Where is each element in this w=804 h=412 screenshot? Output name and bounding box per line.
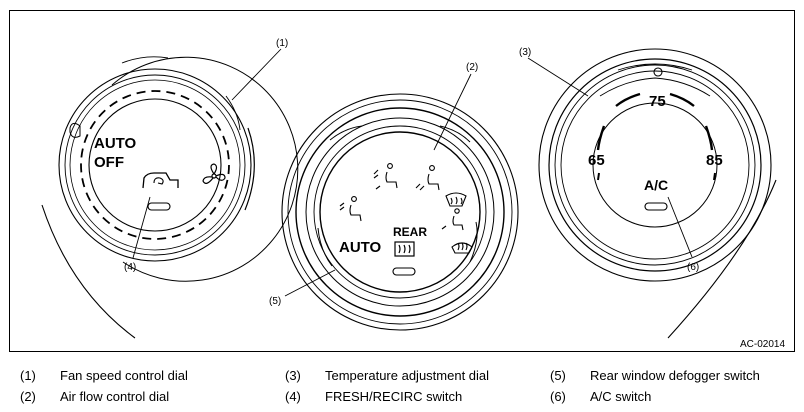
recirc-icon[interactable] bbox=[142, 172, 179, 189]
legend-num: (6) bbox=[550, 389, 566, 404]
fan-off-label: OFF bbox=[94, 154, 124, 171]
temp-mid-label: 75 bbox=[649, 93, 666, 110]
air-flow-control-dial[interactable] bbox=[281, 93, 519, 331]
legend-num: (5) bbox=[550, 368, 566, 383]
temp-low-label: 65 bbox=[588, 152, 605, 169]
fan-icon bbox=[202, 163, 226, 184]
rear-label: REAR bbox=[393, 225, 427, 239]
temp-high-label: 85 bbox=[706, 152, 723, 169]
rear-defogger-icon[interactable] bbox=[394, 241, 415, 257]
legend-text: FRESH/RECIRC switch bbox=[325, 389, 463, 404]
legend-num: (1) bbox=[20, 368, 36, 383]
legend-text: Temperature adjustment dial bbox=[325, 368, 490, 383]
panel-edge-left bbox=[41, 204, 136, 339]
callout-6: (6) bbox=[687, 262, 699, 273]
callout-5: (5) bbox=[269, 296, 281, 307]
legend-num: (2) bbox=[20, 389, 36, 404]
fan-speed-dial[interactable] bbox=[58, 56, 299, 282]
legend-num: (4) bbox=[285, 389, 301, 404]
callout-3: (3) bbox=[519, 47, 531, 58]
callout-4: (4) bbox=[124, 262, 136, 273]
legend-text: Air flow control dial bbox=[60, 389, 170, 404]
leader-lines bbox=[132, 48, 693, 297]
legend: (1) Fan speed control dial (2) Air flow … bbox=[0, 362, 804, 410]
vent-bilevel-icon[interactable] bbox=[373, 163, 398, 190]
vent-feet-defrost-icon[interactable] bbox=[441, 192, 467, 231]
sun-icon bbox=[653, 67, 663, 77]
figure-frame bbox=[9, 10, 795, 352]
air-auto-label: AUTO bbox=[339, 239, 382, 256]
fresh-recirc-indicator bbox=[147, 202, 171, 211]
legend-num: (3) bbox=[285, 368, 301, 383]
defrost-icon[interactable] bbox=[451, 242, 473, 254]
temperature-adjustment-dial[interactable] bbox=[538, 48, 772, 282]
legend-text: Fan speed control dial bbox=[60, 368, 188, 383]
vent-face-icon[interactable] bbox=[339, 196, 362, 222]
figure-code: AC-02014 bbox=[740, 339, 785, 350]
vent-feet-icon[interactable] bbox=[415, 165, 440, 191]
callout-2: (2) bbox=[466, 62, 478, 73]
temperature-scale bbox=[596, 92, 716, 181]
rear-defogger-indicator bbox=[392, 267, 416, 276]
legend-text: A/C switch bbox=[590, 389, 652, 404]
ac-label: A/C bbox=[644, 177, 668, 193]
panel-edge-right bbox=[667, 179, 777, 339]
fan-auto-label: AUTO bbox=[94, 135, 137, 152]
ac-indicator bbox=[644, 202, 668, 211]
legend-text: Rear window defogger switch bbox=[590, 368, 760, 383]
callout-1: (1) bbox=[276, 38, 288, 49]
